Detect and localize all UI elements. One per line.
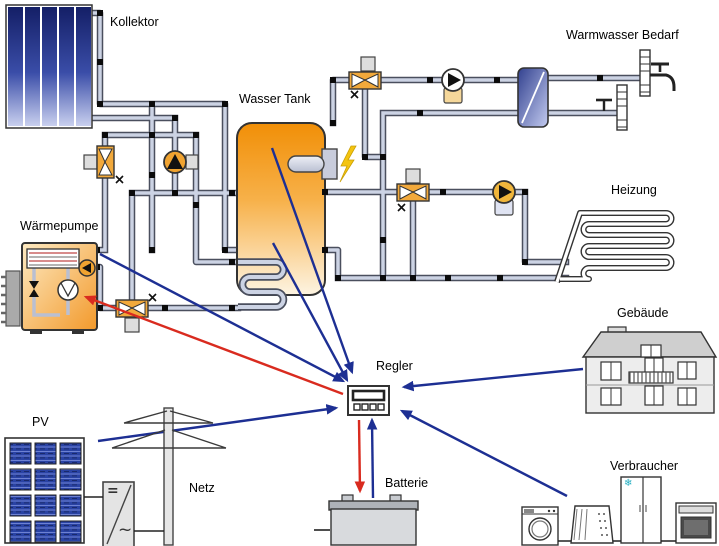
power-pole-icon — [111, 407, 227, 546]
circulation-pump-icon-collector — [163, 150, 199, 174]
dormer-window — [640, 344, 662, 358]
control-line-battery — [354, 419, 366, 494]
oven-icon — [675, 502, 717, 544]
evaporator-icon — [5, 270, 21, 327]
signal-lines — [83, 147, 584, 499]
sensor-line-grid — [97, 404, 339, 443]
label-waermepumpe: Wärmepumpe — [20, 219, 99, 233]
heat-pump-icon — [1, 242, 98, 334]
plate-heat-exchanger-icon — [517, 67, 549, 128]
control-line-heat-pump — [83, 295, 344, 396]
riser-pipe-icon-1 — [639, 49, 651, 97]
inverter-dc-symbol: = — [107, 483, 119, 499]
tap-valve-icon — [596, 98, 612, 111]
controller-button — [377, 403, 385, 411]
label-gebaeude: Gebäude — [617, 306, 669, 320]
sensor-line-building — [401, 367, 584, 392]
three-way-valve-icon-collector — [83, 145, 124, 184]
inverter-ac-symbol: ~ — [118, 520, 133, 540]
faucet-icon — [650, 62, 676, 91]
snowflake-icon: ❄ — [624, 478, 633, 489]
sensor-line-consumers — [399, 409, 568, 498]
label-netz: Netz — [189, 481, 215, 495]
electric-heater-icon — [287, 148, 338, 180]
controller-button — [361, 403, 369, 411]
battery-icon — [328, 494, 419, 546]
controller-display — [351, 389, 386, 402]
three-way-valve-icon-dhw — [348, 56, 382, 99]
label-regler: Regler — [376, 359, 413, 373]
washing-machine-icon — [521, 506, 559, 546]
label-heizung: Heizung — [611, 183, 657, 197]
sensor-line-tank-bottom — [271, 242, 349, 383]
label-kollektor: Kollektor — [110, 15, 159, 29]
controller-button — [369, 403, 377, 411]
expansion-valve-icon — [29, 281, 39, 289]
controller-button — [353, 403, 361, 411]
building-icon — [581, 326, 718, 414]
floor-heating-icon — [557, 213, 672, 282]
circulation-pump-icon-heating — [492, 180, 516, 216]
label-warmwasser-bedarf: Warmwasser Bedarf — [566, 28, 679, 42]
compressor-icon — [57, 279, 79, 301]
solar-collector-icon — [5, 4, 93, 129]
refrigerator-icon — [620, 476, 662, 544]
inverter-icon — [102, 481, 135, 546]
lightning-icon — [339, 145, 357, 183]
circulation-pump-icon-dhw — [441, 68, 465, 104]
controller-icon — [347, 385, 390, 416]
sensor-line-battery — [366, 417, 378, 499]
three-way-valve-icon-heatpump — [115, 293, 157, 333]
label-pv: PV — [32, 415, 49, 429]
three-way-valve-icon-heating — [396, 168, 430, 212]
pv-panel-icon — [4, 437, 85, 544]
label-verbraucher: Verbraucher — [610, 459, 679, 473]
dishwasher-icon — [570, 505, 614, 544]
riser-pipe-icon-2 — [616, 84, 628, 131]
electric-wires — [84, 496, 330, 532]
sensor-line-tank-top — [270, 147, 354, 375]
label-wasser-tank: Wasser Tank — [239, 92, 311, 106]
sensor-line-heat-pump — [99, 252, 346, 383]
pipe-joints — [94, 10, 648, 311]
label-batterie: Batterie — [385, 476, 429, 490]
